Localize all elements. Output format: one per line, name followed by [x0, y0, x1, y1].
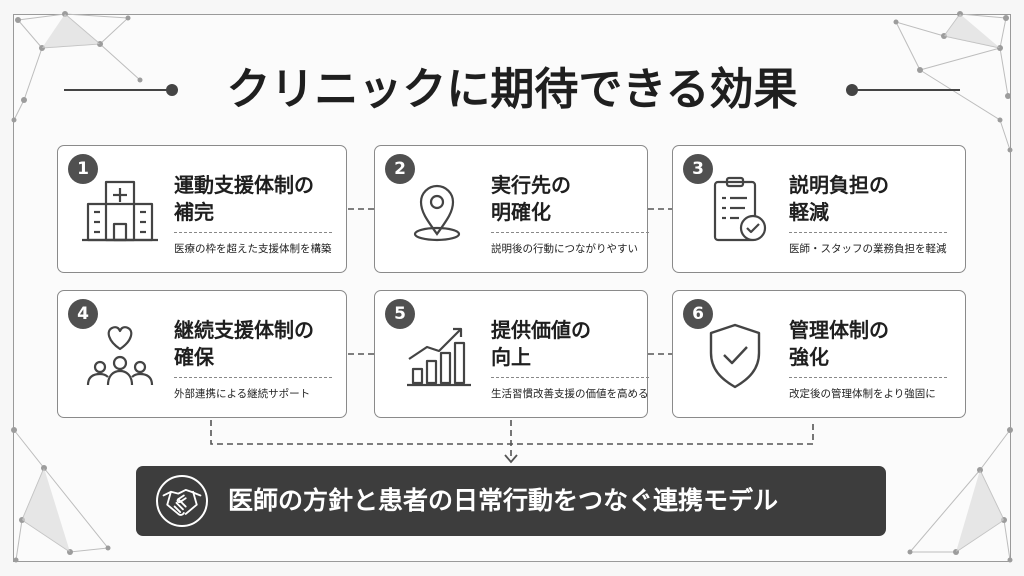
- heart-people-icon: [86, 326, 154, 386]
- title-dot-right: [846, 84, 858, 96]
- card-title-line1: 運動支援体制の: [174, 173, 314, 197]
- card-title: 提供価値の 向上: [491, 317, 661, 371]
- page-title: クリニックに期待できる効果: [226, 64, 798, 115]
- growth-chart-icon: [407, 327, 471, 387]
- card-divider: [789, 377, 947, 378]
- card-title: 運動支援体制の 補完: [174, 172, 344, 226]
- effect-card-2: 2 実行先の 明確化 説明後の行動につながりやすい: [374, 145, 649, 273]
- title-dot-left: [166, 84, 178, 96]
- effect-card-5: 5 提供価値の 向上 生活習慣改善支援の価値を高める: [374, 290, 649, 418]
- card-description: 説明後の行動につながりやすい: [491, 243, 638, 255]
- effect-card-3: 3 説明負担の 軽減 医師・スタッフの業務負担を軽減: [672, 145, 966, 273]
- card-divider: [491, 232, 649, 233]
- card-description: 生活習慣改善支援の価値を高める: [491, 388, 649, 400]
- hospital-icon: [82, 180, 158, 242]
- card-divider: [789, 232, 947, 233]
- title-line-left: [64, 89, 168, 91]
- card-description: 医療の枠を超えた支援体制を構築: [174, 243, 332, 255]
- card-description: 改定後の管理体制をより強固に: [789, 388, 936, 400]
- card-title: 説明負担の 軽減: [789, 172, 959, 226]
- effect-card-1: 1 運動支援体制の 補完 医療の枠を超えた支援体制を構築: [57, 145, 347, 273]
- card-number-badge: 5: [385, 299, 415, 329]
- card-description: 外部連携による継続サポート: [174, 388, 311, 400]
- card-title: 実行先の 明確化: [491, 172, 661, 226]
- card-title: 管理体制の 強化: [789, 317, 959, 371]
- card-title-line1: 提供価値の: [491, 318, 591, 342]
- card-description: 医師・スタッフの業務負担を軽減: [789, 243, 947, 255]
- banner-text: 医師の方針と患者の日常行動をつなぐ連携モデル: [228, 486, 779, 515]
- card-title-line2: 向上: [491, 345, 531, 369]
- location-pin-icon: [413, 184, 461, 242]
- handshake-icon: [156, 475, 208, 527]
- card-title-line1: 管理体制の: [789, 318, 889, 342]
- card-number-badge: 6: [683, 299, 713, 329]
- card-divider: [174, 232, 332, 233]
- summary-banner: 医師の方針と患者の日常行動をつなぐ連携モデル: [136, 466, 886, 536]
- card-title-line2: 確保: [174, 345, 214, 369]
- title-line-right: [856, 89, 960, 91]
- effect-card-6: 6 管理体制の 強化 改定後の管理体制をより強固に: [672, 290, 966, 418]
- card-divider: [174, 377, 332, 378]
- card-title-line1: 継続支援体制の: [174, 318, 314, 342]
- card-title-line1: 説明負担の: [789, 173, 889, 197]
- title-row: クリニックに期待できる効果: [0, 58, 1024, 122]
- clipboard-check-icon: [713, 176, 767, 242]
- card-title-line2: 軽減: [789, 200, 829, 224]
- card-title-line2: 明確化: [491, 200, 551, 224]
- shield-check-icon: [709, 323, 761, 389]
- card-divider: [491, 377, 649, 378]
- card-title-line1: 実行先の: [491, 173, 571, 197]
- card-title-line2: 強化: [789, 345, 829, 369]
- card-number-badge: 3: [683, 154, 713, 184]
- effect-card-4: 4 継続支援体制の 確保 外部連携による継続サポート: [57, 290, 347, 418]
- card-number-badge: 2: [385, 154, 415, 184]
- card-title-line2: 補完: [174, 200, 214, 224]
- card-number-badge: 4: [68, 299, 98, 329]
- card-number-badge: 1: [68, 154, 98, 184]
- card-title: 継続支援体制の 確保: [174, 317, 344, 371]
